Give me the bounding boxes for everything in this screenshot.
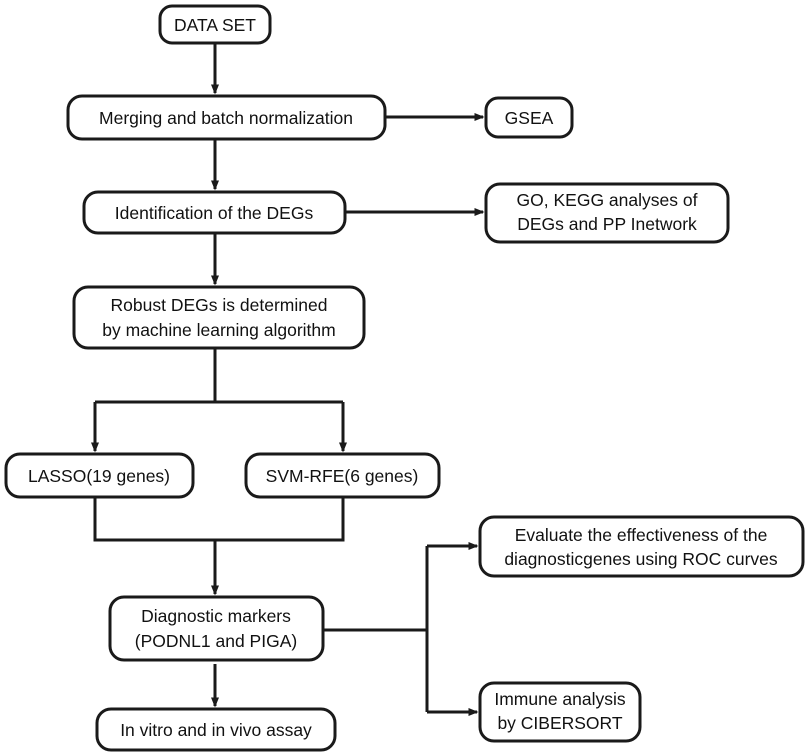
node-assay: In vitro and in vivo assay (95, 707, 337, 752)
node-gsea: GSEA (484, 96, 574, 139)
node-robust-line-1: Robust DEGs is determined (111, 295, 328, 315)
node-lasso-label: LASSO(19 genes) (28, 466, 170, 486)
node-immune: Immune analysis by CIBERSORT (478, 681, 642, 743)
node-evaluate: Evaluate the effectiveness of the diagno… (478, 515, 805, 578)
node-data-set: DATA SET (158, 4, 272, 45)
node-assay-label: In vitro and in vivo assay (120, 720, 312, 740)
node-identification: Identification of the DEGs (82, 190, 347, 235)
connectors (91, 43, 485, 716)
node-go-kegg-line-2: DEGs and PP Inetwork (517, 214, 697, 234)
node-diagnostic-line-2: (PODNL1 and PIGA) (135, 631, 297, 651)
node-identification-label: Identification of the DEGs (115, 203, 314, 223)
node-merging: Merging and batch normalization (66, 94, 387, 141)
node-robust: Robust DEGs is determined by machine lea… (72, 285, 366, 350)
node-gsea-label: GSEA (505, 108, 554, 128)
node-evaluate-line-1: Evaluate the effectiveness of the (515, 525, 768, 545)
node-go-kegg: GO, KEGG analyses of DEGs and PP Inetwor… (484, 182, 730, 244)
node-lasso: LASSO(19 genes) (4, 452, 195, 499)
node-svm-label: SVM-RFE(6 genes) (266, 466, 419, 486)
node-merging-label: Merging and batch normalization (99, 108, 353, 128)
edge-robust-split (95, 348, 343, 404)
node-diagnostic: Diagnostic markers (PODNL1 and PIGA) (108, 595, 325, 662)
node-evaluate-line-2: diagnosticgenes using ROC curves (504, 549, 778, 569)
edge-merge-bracket (93, 497, 345, 542)
node-immune-line-1: Immune analysis (494, 689, 626, 709)
node-immune-line-2: by CIBERSORT (497, 713, 622, 733)
node-svm: SVM-RFE(6 genes) (244, 452, 441, 499)
node-go-kegg-line-1: GO, KEGG analyses of (517, 190, 698, 210)
node-robust-line-2: by machine learning algorithm (102, 320, 335, 340)
node-diagnostic-line-1: Diagnostic markers (141, 606, 291, 626)
node-data-set-label: DATA SET (174, 15, 256, 35)
